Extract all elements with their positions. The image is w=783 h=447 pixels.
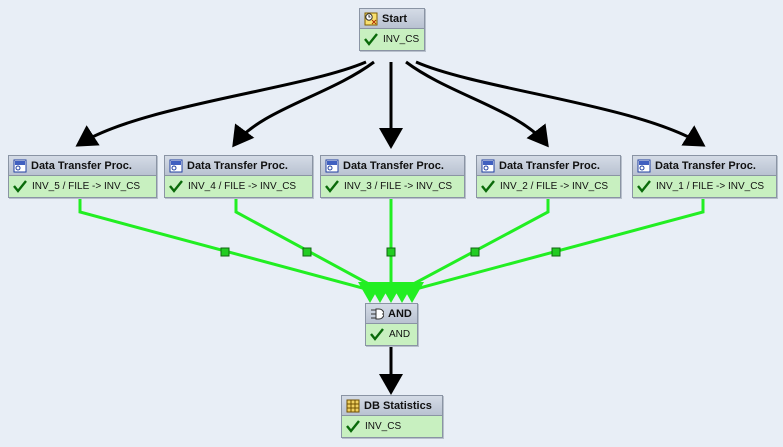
check-icon [481,180,495,193]
process-node-title: Data Transfer Proc. [343,159,444,172]
and-gate-icon [371,308,384,319]
data-transfer-icon [169,159,183,172]
data-transfer-icon [13,159,27,172]
db-statistics-icon [346,399,360,412]
process-node-inv1[interactable]: Data Transfer Proc. INV_1 / FILE -> INV_… [632,155,777,198]
process-node-title: Data Transfer Proc. [187,159,288,172]
edge-midpoint-handle[interactable] [220,247,230,257]
edge-midpoint-handle[interactable] [551,247,561,257]
edge-start-to-process-2[interactable] [405,60,549,148]
start-clock-icon [364,12,378,25]
start-node[interactable]: Start INV_CS [359,8,425,51]
check-icon [346,420,360,433]
db-statistics-node[interactable]: DB Statistics INV_CS [341,395,443,438]
check-icon [13,180,27,193]
edge-midpoint-handle[interactable] [302,247,312,257]
process-node-inv4[interactable]: Data Transfer Proc. INV_4 / FILE -> INV_… [164,155,313,198]
edge-midpoint-handle[interactable] [386,247,396,257]
process-node-status: INV_1 / FILE -> INV_CS [656,180,765,192]
process-node-status: INV_3 / FILE -> INV_CS [344,180,453,192]
check-icon [169,180,183,193]
process-node-inv3[interactable]: Data Transfer Proc. INV_3 / FILE -> INV_… [320,155,465,198]
process-node-status: INV_2 / FILE -> INV_CS [500,180,609,192]
and-node-status: AND [389,328,411,340]
db-statistics-node-status: INV_CS [365,420,402,432]
data-transfer-icon [325,159,339,172]
check-icon [325,180,339,193]
process-node-inv2[interactable]: Data Transfer Proc. INV_2 / FILE -> INV_… [476,155,621,198]
and-node[interactable]: AND AND [365,303,418,346]
edge-start-to-process-4[interactable] [232,60,375,148]
start-node-title: Start [382,12,408,25]
start-node-status: INV_CS [383,33,420,45]
data-transfer-icon [637,159,651,172]
db-statistics-node-title: DB Statistics [364,399,432,412]
process-node-inv5[interactable]: Data Transfer Proc. INV_5 / FILE -> INV_… [8,155,157,198]
edge-midpoint-handle[interactable] [470,247,480,257]
and-node-title: AND [388,307,412,320]
process-node-title: Data Transfer Proc. [31,159,132,172]
edge-start-to-process-1[interactable] [415,60,706,147]
process-node-status: INV_5 / FILE -> INV_CS [32,180,141,192]
check-icon [370,328,384,341]
data-transfer-icon [481,159,495,172]
process-node-status: INV_4 / FILE -> INV_CS [188,180,297,192]
edge-start-to-process-5[interactable] [75,60,367,147]
check-icon [637,180,651,193]
process-node-title: Data Transfer Proc. [655,159,756,172]
process-node-title: Data Transfer Proc. [499,159,600,172]
check-icon [364,33,378,46]
